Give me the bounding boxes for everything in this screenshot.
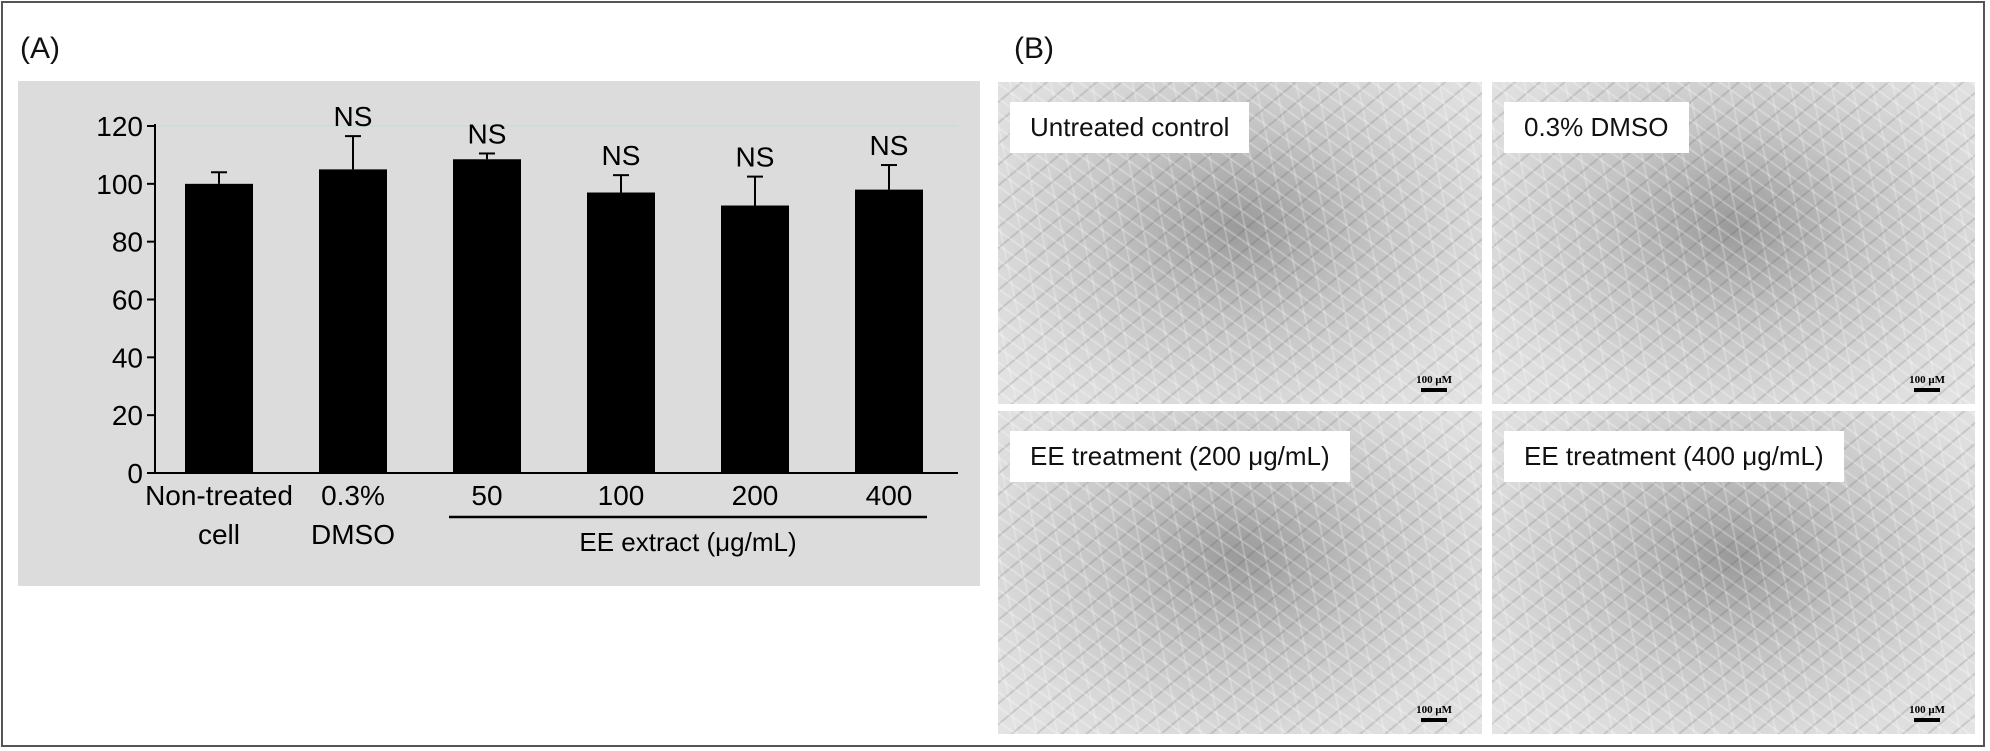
bar [855, 189, 923, 473]
x-tick-label: 50 [471, 480, 502, 511]
x-tick-label: 200 [732, 480, 779, 511]
scale-bar: 100 μM [1909, 704, 1945, 722]
group-label: EE extract (μg/mL) [579, 527, 796, 557]
bar [319, 169, 387, 473]
y-tick-label: 80 [112, 227, 143, 258]
micrograph-dmso: 0.3% DMSO 100 μM [1492, 82, 1975, 404]
scale-bar-label: 100 μM [1416, 704, 1452, 716]
x-tick-label: 100 [598, 480, 645, 511]
scale-bar: 100 μM [1416, 374, 1452, 392]
micrograph-untreated-control: Untreated control 100 μM [998, 82, 1482, 404]
micrograph-ee-200: EE treatment (200 μg/mL) 100 μM [998, 411, 1482, 734]
significance-label: NS [870, 130, 909, 161]
panel-a-label: (A) [20, 32, 60, 65]
y-tick-label: 120 [96, 111, 143, 142]
micrograph-caption: Untreated control [1010, 102, 1250, 153]
y-tick-label: 100 [96, 169, 143, 200]
panel-b-label: (B) [1014, 32, 1054, 65]
y-tick-label: 60 [112, 285, 143, 316]
scale-bar-label: 100 μM [1909, 704, 1945, 716]
y-tick-label: 0 [127, 458, 143, 489]
bar [185, 183, 253, 473]
y-tick-label: 20 [112, 400, 143, 431]
x-tick-label: Non-treated [145, 480, 293, 511]
bar [453, 159, 521, 474]
scale-bar: 100 μM [1909, 374, 1945, 392]
scale-bar-label: 100 μM [1416, 374, 1452, 386]
scale-bar: 100 μM [1416, 704, 1452, 722]
significance-label: NS [602, 140, 641, 171]
bar [587, 192, 655, 473]
x-tick-label: cell [198, 519, 240, 550]
significance-label: NS [468, 118, 507, 149]
micrograph-ee-400: EE treatment (400 μg/mL) 100 μM [1492, 411, 1975, 734]
bar [721, 205, 789, 473]
micrograph-caption: EE treatment (200 μg/mL) [1010, 431, 1350, 482]
micrograph-caption: EE treatment (400 μg/mL) [1504, 431, 1844, 482]
significance-label: NS [334, 101, 373, 132]
scale-bar-label: 100 μM [1909, 374, 1945, 386]
x-tick-label: DMSO [311, 519, 395, 550]
x-tick-label: 0.3% [321, 480, 385, 511]
x-tick-label: 400 [866, 480, 913, 511]
y-tick-label: 40 [112, 342, 143, 373]
micrograph-caption: 0.3% DMSO [1504, 102, 1689, 153]
significance-label: NS [736, 142, 775, 173]
